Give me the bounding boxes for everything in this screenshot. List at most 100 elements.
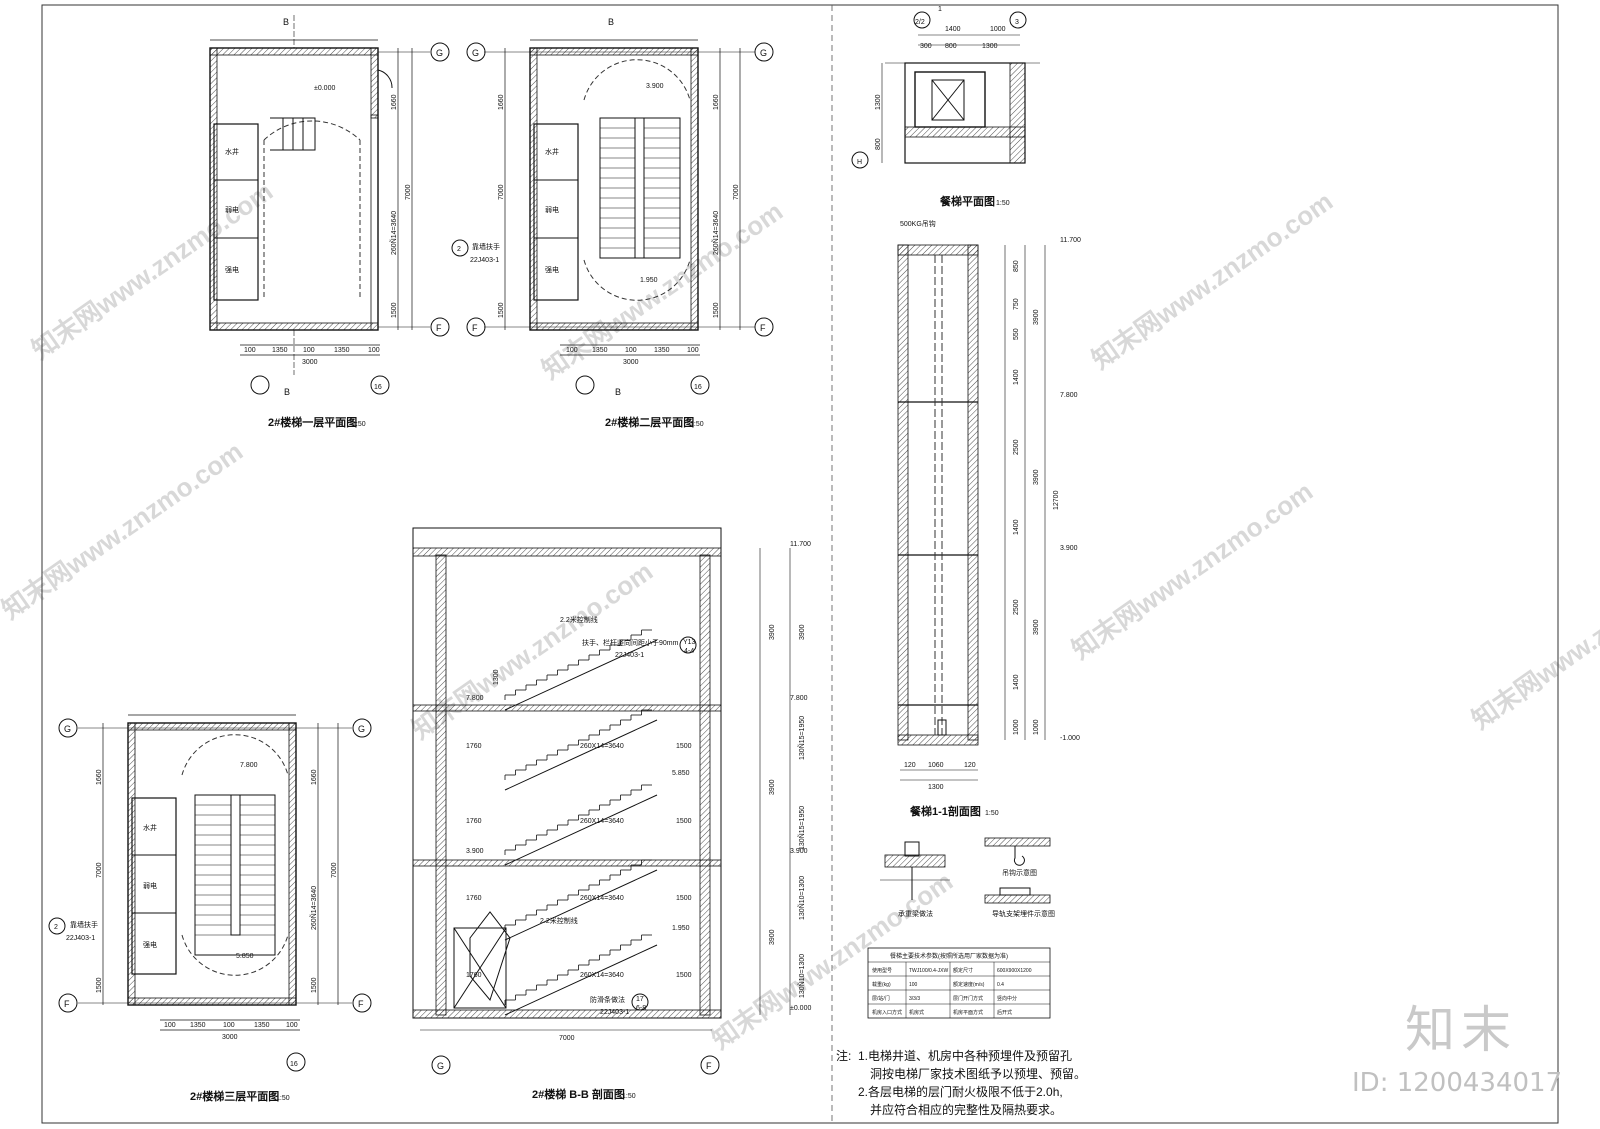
- notes-label: 注:: [836, 1048, 851, 1063]
- detail-label: 承重梁做法: [898, 909, 933, 918]
- axis-label: G: [760, 48, 767, 58]
- level-mark: 5.850: [236, 953, 254, 960]
- dimension: 260X14=3640: [580, 743, 624, 750]
- stair-line: [504, 944, 658, 1016]
- note-line: 2.各层电梯的层门耐火极限不低于2.0h,: [858, 1084, 1063, 1099]
- room-label: 弱电: [143, 881, 157, 890]
- drawing-scale: 1:50: [985, 810, 999, 817]
- level-mark: 7.800: [790, 695, 808, 702]
- callout-number: 17: [636, 996, 644, 1003]
- dimension: 2500: [1013, 439, 1020, 455]
- watermark: 知末网www.znzmo.com: [0, 436, 248, 625]
- dimension: 3900: [769, 779, 776, 795]
- lift-section-1-1: 500KG吊钩 11.700 7.800 3.900 -1.000 850 75…: [897, 219, 1081, 818]
- axis-label: F: [358, 999, 364, 1009]
- level-mark: 3.900: [466, 848, 484, 855]
- callout-number: Y13: [683, 639, 696, 646]
- dimension: 7000: [96, 862, 103, 878]
- dimension: 1300: [493, 669, 500, 685]
- callout-text: 靠墙扶手: [70, 920, 98, 929]
- dimension: 100: [303, 347, 315, 354]
- detail-label: 导轨支架埋件示意图: [992, 909, 1055, 918]
- room-label: 弱电: [545, 205, 559, 214]
- table-cell: 使用型号: [872, 967, 892, 974]
- dimension: 1350: [190, 1022, 206, 1029]
- table-cell: 机房平面方式: [953, 1009, 983, 1016]
- dimension: 3900: [1033, 469, 1040, 485]
- dimension: 130Ñ15=1950: [797, 716, 806, 760]
- level-mark: 5.850: [672, 770, 690, 777]
- axis-label: 16: [374, 384, 382, 391]
- dimension: 1300: [982, 43, 998, 50]
- dimension: 3900: [799, 624, 806, 640]
- axis-label: F: [760, 323, 766, 333]
- stair-treads: [600, 117, 680, 259]
- room-label: 强电: [225, 265, 239, 274]
- dimension: 1000: [1013, 719, 1020, 735]
- table-cell: 600X900X1200: [997, 968, 1032, 974]
- dimension: 260X14=3640: [580, 972, 624, 979]
- stair-flights: [504, 629, 658, 1016]
- drawing-title: 餐梯平面图: [939, 194, 995, 208]
- dimension: 7000: [559, 1035, 575, 1042]
- dimension: 1300: [875, 94, 882, 110]
- dimension: 1350: [272, 347, 288, 354]
- table-title: 餐梯主要技术参数(按照所选用厂家数据为准): [890, 952, 1008, 960]
- axis-label: F: [436, 323, 442, 333]
- dimension: 1760: [466, 972, 482, 979]
- level-mark: 3.900: [646, 83, 664, 90]
- dimension: 100: [368, 347, 380, 354]
- axis-label: B: [283, 17, 289, 27]
- callout-ref: 4-4: [684, 648, 694, 655]
- dimension: 1350: [334, 347, 350, 354]
- watermark: 知末网www.znzmo.com: [536, 196, 788, 385]
- axis-label: G: [358, 724, 365, 734]
- dimension: 1000: [1033, 719, 1040, 735]
- dimension: 130Ñ10=1300: [797, 954, 806, 998]
- table-cell: 层/站/门: [872, 995, 890, 1002]
- annotation: 2.2米控制线: [540, 916, 578, 925]
- dimension: 7000: [733, 184, 740, 200]
- dimension: 1300: [928, 784, 944, 791]
- drawing-title: 2#楼梯 B-B 剖面图: [532, 1087, 625, 1101]
- dimension: 7000: [498, 184, 505, 200]
- axis-label: F: [472, 323, 478, 333]
- axis-label: G: [472, 48, 479, 58]
- dimension: 2500: [1013, 599, 1020, 615]
- dimension: 800: [875, 138, 882, 150]
- drawing-title: 2#楼梯二层平面图: [605, 415, 694, 429]
- drawing-scale: 1:50: [352, 421, 366, 428]
- dimension: 1660: [713, 94, 720, 110]
- sheet-border: [41, 4, 1559, 1124]
- detail-label: 吊钩示意图: [1002, 868, 1037, 877]
- axis-label: H: [857, 159, 862, 166]
- dimension: 100: [687, 347, 699, 354]
- dimension: 1350: [592, 347, 608, 354]
- dimension: 1500: [676, 972, 692, 979]
- level-mark: 1.950: [672, 925, 690, 932]
- dimension: 3900: [1033, 619, 1040, 635]
- table-row: 载重(kg) 100 额定速度(m/s) 0.4: [872, 981, 1004, 988]
- axis-label: G: [437, 1061, 444, 1071]
- watermark: 知末网www.znzmo.com: [1466, 546, 1600, 735]
- room-label: 水井: [143, 823, 157, 832]
- table-row: 层/站/门 3/3/3 层门开门方式 竖向中分: [872, 995, 1017, 1002]
- dimension: 130Ñ15=1950: [797, 806, 806, 850]
- axis-label: B: [615, 387, 621, 397]
- stair-line: [504, 794, 658, 866]
- general-notes: 注: 1.电梯井道、机房中各种预埋件及预留孔 洞按电梯厂家技术图纸予以预埋、预留…: [836, 1048, 1086, 1117]
- dimension: 3000: [302, 359, 318, 366]
- annotation: 500KG吊钩: [900, 219, 936, 228]
- annotation: 防滑条做法: [590, 995, 625, 1004]
- level-mark: -1.000: [1060, 735, 1080, 742]
- dimension: 3000: [623, 359, 639, 366]
- note-line: 并应符合相应的完整性及隔热要求。: [870, 1102, 1062, 1117]
- level-mark: 7.800: [240, 762, 258, 769]
- stair-plan-floor-2: B B G F G F 16 2 靠墙扶手 22J403-1 水井 弱电 强电 …: [451, 17, 774, 429]
- dimension: 1000: [990, 26, 1006, 33]
- axis-label: G: [436, 48, 443, 58]
- dimension: 7000: [405, 184, 412, 200]
- level-mark: ±0.000: [790, 1005, 811, 1012]
- room-label: 弱电: [225, 205, 239, 214]
